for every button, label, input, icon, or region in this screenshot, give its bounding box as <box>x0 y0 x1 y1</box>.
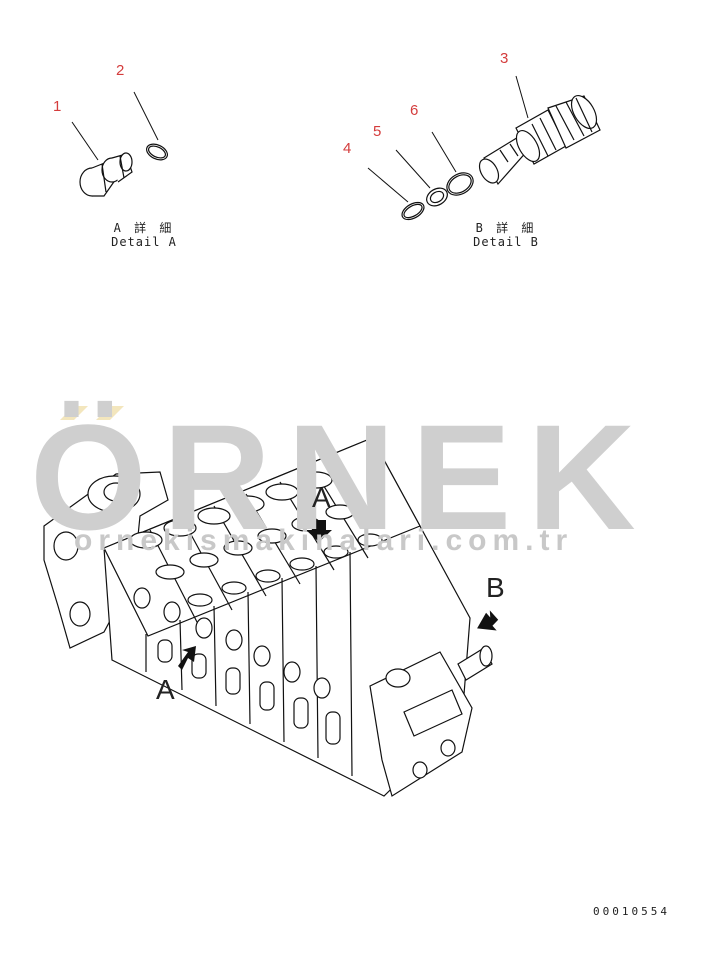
view-arrow-b-icon <box>477 610 499 631</box>
detail-a-caption-en: Detail A <box>111 235 177 249</box>
o-ring-2-drawing <box>146 143 168 161</box>
view-arrow-a-top-icon <box>306 520 332 542</box>
view-arrow-a-side-icon <box>178 646 196 670</box>
o-ring-4-drawing <box>401 201 425 221</box>
backup-ring-5-drawing <box>426 187 448 207</box>
view-letter-a-side: A <box>156 674 175 705</box>
callout-1: 1 <box>53 98 62 115</box>
callout-2: 2 <box>116 62 125 79</box>
drawing-number: 00010554 <box>593 905 670 918</box>
callout-4: 4 <box>343 140 352 157</box>
watermark-url: ornekismakinalari.com.tr <box>74 524 574 557</box>
watermark-brand: ÖRNEK <box>30 393 652 561</box>
view-letter-a-top: A <box>312 482 331 513</box>
callout-6: 6 <box>410 102 419 119</box>
watermark-accent-icon <box>60 406 124 420</box>
detail-a-caption-jp: A 詳 細 <box>113 221 175 235</box>
leader-lines <box>71 75 529 203</box>
plug-part-drawing <box>79 152 133 197</box>
detail-b-caption-jp: B 詳 細 <box>475 221 537 235</box>
control-valve-assembly-drawing <box>43 437 493 797</box>
view-letter-b: B <box>486 572 505 603</box>
callout-5: 5 <box>373 123 382 140</box>
o-ring-6-drawing <box>446 172 474 196</box>
detail-b-caption-en: Detail B <box>473 235 539 249</box>
callout-3: 3 <box>500 50 509 67</box>
cartridge-valve-drawing <box>478 95 601 186</box>
